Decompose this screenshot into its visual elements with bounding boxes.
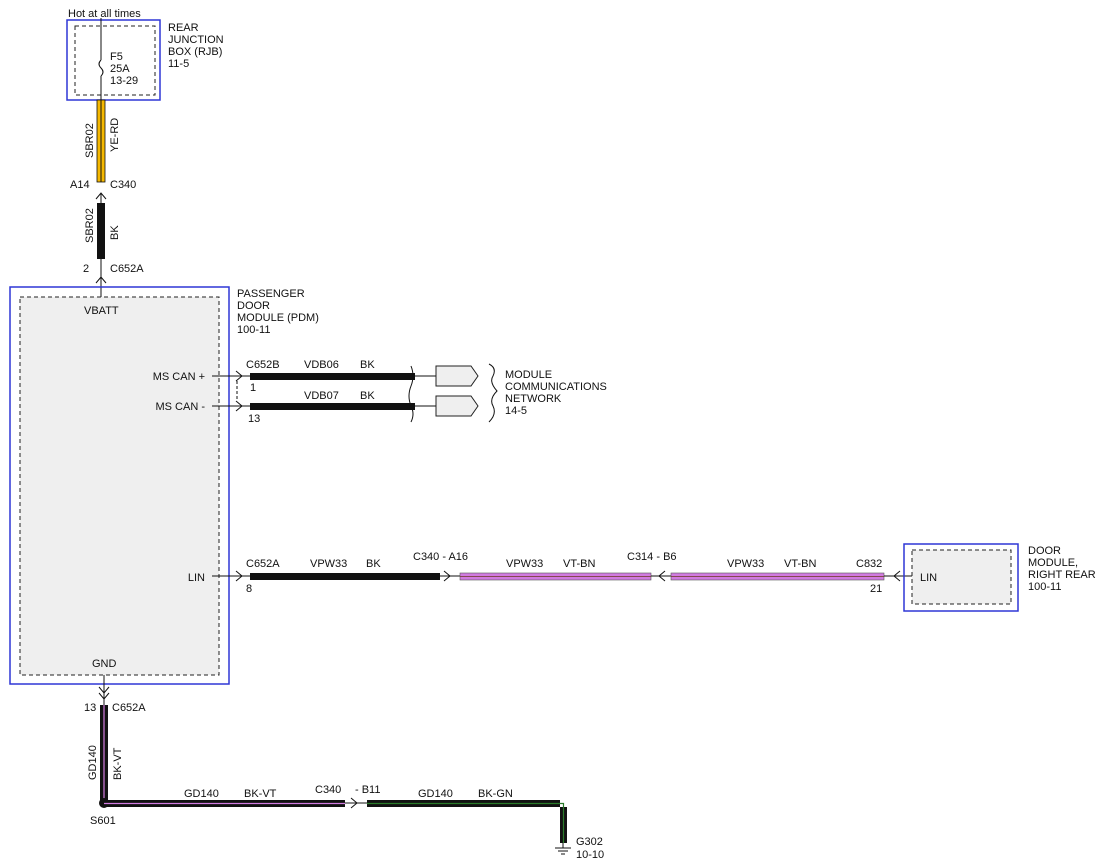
wire-vpw33-vt-bn-2-circuit: VPW33 xyxy=(727,558,764,570)
fuse-ref: 13-29 xyxy=(110,75,138,87)
mcn-ref[interactable]: 14-5 xyxy=(505,405,527,417)
mcn-title-3: NETWORK xyxy=(505,393,562,405)
wire-gd140-bk-vt-color: BK-VT xyxy=(244,788,277,800)
c832-pin-21: 21 xyxy=(870,583,882,595)
c340-top-connector: C340 xyxy=(110,179,136,191)
pdm-pin-vbatt: VBATT xyxy=(84,305,119,317)
rr-module-title-2: MODULE, xyxy=(1028,557,1078,569)
mcn-brace xyxy=(488,363,498,423)
wire-gd140-bk-gn-color: BK-GN xyxy=(478,788,513,800)
c652a-top-connector: C652A xyxy=(110,263,144,275)
pdm-inner-box xyxy=(19,296,220,676)
c652b-minus-chevron xyxy=(235,400,243,412)
c340-pin-a14: A14 xyxy=(70,179,90,191)
wire-gd140-vert-circuit: GD140 xyxy=(87,745,99,780)
wire-sbr02-bk-circuit-label: SBR02 xyxy=(84,208,96,243)
c340-a16-chevron xyxy=(443,570,451,582)
rjb-title-1: REAR xyxy=(168,22,199,34)
mcn-minus-arrow-icon xyxy=(435,395,479,417)
rr-module-inner-box xyxy=(911,549,1012,605)
c832-chevron xyxy=(893,570,901,582)
wire-vpw33-bk-circuit: VPW33 xyxy=(310,558,347,570)
fuse-id: F5 xyxy=(110,51,123,63)
gnd-c652a-pin-13: 13 xyxy=(84,702,96,714)
c652b-plus-chevron xyxy=(235,370,243,382)
mcn-plus-arrow-icon xyxy=(435,365,479,387)
pdm-title-3: MODULE (PDM) xyxy=(237,312,319,324)
splice-s601-label: S601 xyxy=(90,815,116,827)
c340-b11-pin: - B11 xyxy=(355,784,380,796)
fuse-symbol xyxy=(98,59,104,77)
c652b-connector: C652B xyxy=(246,359,280,371)
rr-module-title-3: RIGHT REAR xyxy=(1028,569,1096,581)
wire-sbr02-bk xyxy=(97,203,105,259)
c652b-pin-1: 1 xyxy=(250,382,256,394)
rr-module-box[interactable] xyxy=(903,543,1019,612)
rjb-ref[interactable]: 11-5 xyxy=(168,58,189,70)
fuse-rating: 25A xyxy=(110,63,130,75)
twisted-pair-marker xyxy=(408,365,414,423)
wire-vpw33-bk-color: BK xyxy=(366,558,381,570)
wire-sbr02-circuit-label: SBR02 xyxy=(84,123,96,158)
wire-gd140-bk-gn-stripe xyxy=(367,802,565,843)
gnd-c652a-connector: C652A xyxy=(112,702,146,714)
wire-vdb07-color: BK xyxy=(360,390,375,402)
rr-module-title-1: DOOR xyxy=(1028,545,1061,557)
c314-b6-label: C314 - B6 xyxy=(627,551,677,563)
c652a-lin-chevron xyxy=(235,570,243,582)
wire-vdb07-circuit: VDB07 xyxy=(304,390,339,402)
c652a-pin-2: 2 xyxy=(83,263,89,275)
wire-gd140-bk-gn xyxy=(367,800,567,843)
wire-sbr02-color-label: YE-RD xyxy=(109,118,121,152)
g302-ref[interactable]: 10-10 xyxy=(576,849,604,861)
wire-gd140-bk-vt-circuit: GD140 xyxy=(184,788,219,800)
c652a-gnd-chevron-1 xyxy=(98,686,110,694)
c340-a16-label: C340 - A16 xyxy=(413,551,468,563)
g302-label: G302 xyxy=(576,836,603,848)
wire-vdb06-circuit: VDB06 xyxy=(304,359,339,371)
wire-vdb07 xyxy=(250,403,415,410)
pdm-pin-lin: LIN xyxy=(188,572,205,584)
c340-b11-connector: C340 xyxy=(315,784,341,796)
wire-vpw33-bk xyxy=(250,573,440,580)
hot-at-all-times-label: Hot at all times xyxy=(68,8,141,20)
c652b-pin-13: 13 xyxy=(248,413,260,425)
c652a-gnd-chevron-2 xyxy=(98,692,110,700)
rr-module-ref[interactable]: 100-11 xyxy=(1028,581,1061,593)
wire-vpw33-vt-bn-1-circuit: VPW33 xyxy=(506,558,543,570)
wire-sbr02-bk-color-label: BK xyxy=(109,225,121,240)
c832-connector: C832 xyxy=(856,558,882,570)
rjb-box[interactable] xyxy=(66,19,161,101)
wire-vpw33-vt-bn-2-color: VT-BN xyxy=(784,558,816,570)
wire-vdb06 xyxy=(250,373,415,380)
pdm-box[interactable] xyxy=(9,286,230,685)
lin-c652a-pin-8: 8 xyxy=(246,583,252,595)
mcn-title-2: COMMUNICATIONS xyxy=(505,381,607,393)
c314-b6-chevron xyxy=(658,570,666,582)
rjb-inner-box xyxy=(74,25,156,96)
lin-c652a-connector: C652A xyxy=(246,558,280,570)
wire-gd140-vert-color: BK-VT xyxy=(112,747,124,780)
rjb-title-3: BOX (RJB) xyxy=(168,46,222,58)
pdm-ref[interactable]: 100-11 xyxy=(237,324,270,336)
rjb-title-2: JUNCTION xyxy=(168,34,224,46)
wire-vpw33-vt-bn-1-color: VT-BN xyxy=(563,558,595,570)
pdm-title-1: PASSENGER xyxy=(237,288,305,300)
wire-vdb06-color: BK xyxy=(360,359,375,371)
c340-b11-chevron xyxy=(350,797,358,809)
mcn-title-1: MODULE xyxy=(505,369,552,381)
wire-gd140-bk-gn-circuit: GD140 xyxy=(418,788,453,800)
pdm-pin-mscan-minus: MS CAN - xyxy=(156,401,206,413)
pdm-pin-mscan-plus: MS CAN + xyxy=(153,371,205,383)
pdm-title-2: DOOR xyxy=(237,300,270,312)
rr-module-pin-lin: LIN xyxy=(920,572,937,584)
pdm-pin-gnd: GND xyxy=(92,658,117,670)
